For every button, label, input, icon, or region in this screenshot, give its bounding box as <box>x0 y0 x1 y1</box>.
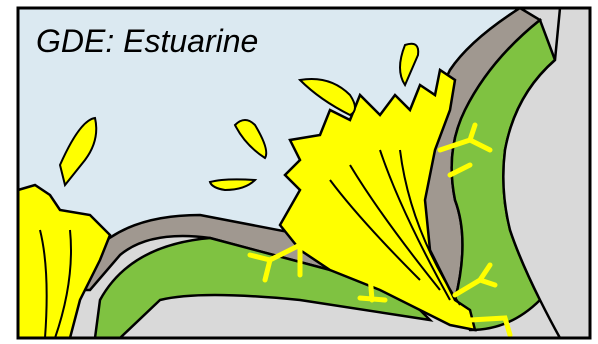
diagram-title: GDE: Estuarine <box>36 23 258 59</box>
